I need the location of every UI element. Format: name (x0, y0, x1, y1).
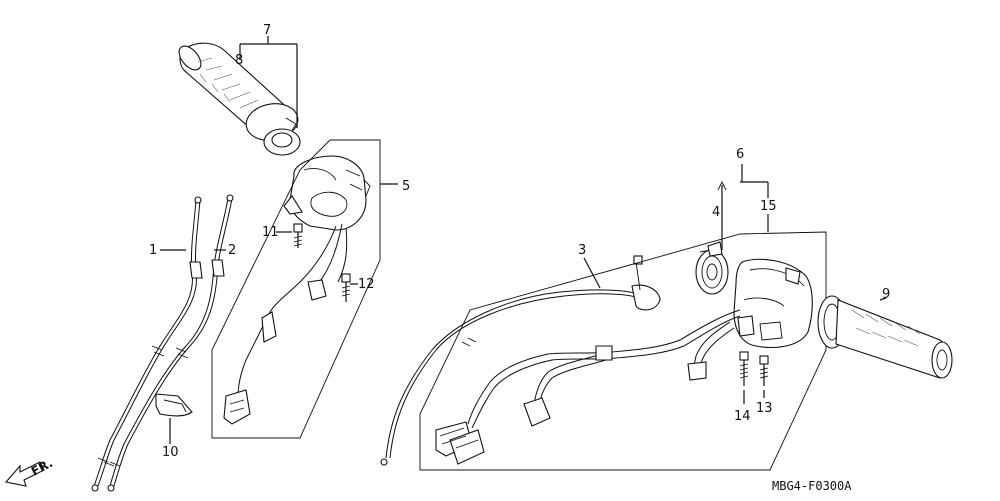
callout-7-8 (239, 36, 298, 128)
screw-14 (739, 351, 749, 386)
label-3: 3 (578, 243, 586, 258)
front-marker: FR. (29, 456, 55, 479)
label-2: 2 (228, 243, 236, 258)
label-5: 5 (402, 179, 410, 194)
label-14: 14 (734, 409, 751, 424)
front-arrow-icon (4, 461, 45, 487)
label-8: 8 (235, 53, 243, 68)
right-switch-housing (733, 258, 813, 349)
screw-11 (293, 223, 303, 248)
label-4: 4 (712, 205, 720, 220)
left-switch-housing (283, 155, 371, 231)
label-12: 12 (358, 277, 375, 292)
label-1: 1 (149, 243, 157, 258)
label-10: 10 (162, 445, 179, 460)
right-harness (435, 309, 741, 465)
label-7: 7 (263, 23, 271, 38)
left-harness (223, 223, 348, 425)
screw-13 (759, 355, 769, 386)
drawing-code: MBG4-F0300A (772, 479, 852, 493)
right-grip (817, 295, 953, 379)
label-11: 11 (262, 225, 279, 240)
clip-10 (155, 393, 193, 417)
callout-lines (160, 164, 887, 444)
label-15: 15 (760, 199, 777, 214)
throttle-pulley-4 (695, 241, 729, 295)
left-group-boundary (211, 139, 381, 439)
right-group-boundary (419, 231, 827, 471)
left-grip (178, 42, 301, 156)
label-9: 9 (882, 287, 890, 302)
label-13: 13 (756, 401, 773, 416)
cable-adjusters (97, 345, 189, 467)
cable-1 (91, 196, 203, 492)
label-6: 6 (736, 147, 744, 162)
cable-3 (380, 255, 661, 466)
screw-12 (341, 273, 351, 302)
